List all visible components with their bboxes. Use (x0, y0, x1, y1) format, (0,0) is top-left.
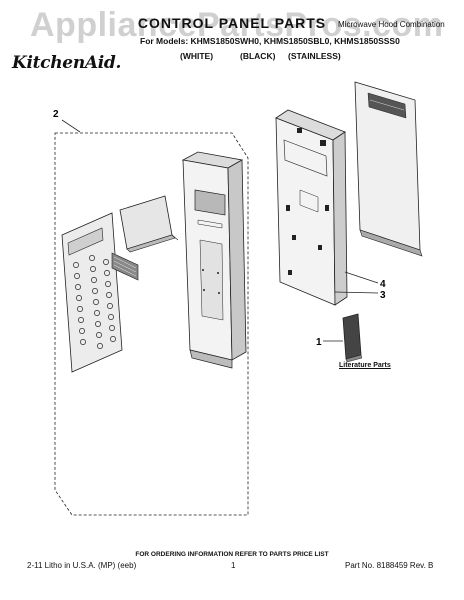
callout-4: 4 (380, 279, 386, 290)
circuit-board (354, 81, 423, 257)
watermark: AppliancePartsPros.com (30, 6, 444, 44)
color-white: (WHITE) (180, 51, 214, 61)
literature-parts-label: Literature Parts (339, 362, 391, 369)
ordering-info: FOR ORDERING INFORMATION REFER TO PARTS … (135, 551, 329, 558)
board-connector (367, 92, 407, 119)
display-lens (119, 195, 179, 253)
models-line: For Models: KHMS1850SWH0, KHMS1850SBL0, … (140, 36, 400, 46)
header-product-type: Microwave Hood Combination (338, 20, 445, 29)
literature-parts (342, 313, 363, 363)
keypad-membrane (61, 212, 139, 373)
color-stainless: (STAINLESS) (288, 51, 341, 61)
leader-line-4 (344, 271, 379, 284)
color-black: (BLACK) (240, 51, 276, 61)
leader-line-2 (61, 119, 81, 133)
page-title: CONTROL PANEL PARTS (137, 15, 327, 31)
control-back-plate (275, 109, 348, 306)
frame-display-cutout (194, 189, 226, 216)
keypad-buttons (73, 255, 116, 349)
callout-2: 2 (53, 109, 59, 120)
assembly-2-outline (54, 132, 249, 516)
footer-page-number: 1 (231, 561, 236, 570)
control-panel-frame (181, 151, 247, 369)
callout-3: 3 (380, 290, 386, 301)
callout-1: 1 (316, 337, 322, 348)
keypad-display-window (67, 227, 104, 256)
kitchenaid-logo: KitchenAid. (12, 53, 122, 73)
leader-line-3 (334, 291, 379, 294)
footer-litho: 2-11 Litho in U.S.A. (MP) (eeb) (27, 561, 137, 570)
footer-part-number: Part No. 8188459 Rev. B (345, 561, 434, 570)
